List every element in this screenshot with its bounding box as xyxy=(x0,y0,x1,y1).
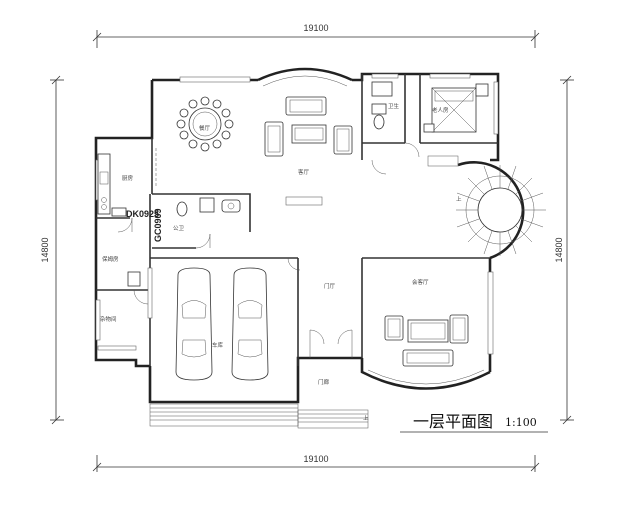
elder-room-bed xyxy=(423,83,489,167)
room-label-foyer: 门厅 xyxy=(324,282,336,290)
guest-bay-wall xyxy=(360,358,491,390)
room-label-stair-up: 上 xyxy=(456,195,462,203)
room-label-public-bath: 公卫 xyxy=(173,225,185,232)
kitchen-counter xyxy=(97,153,127,217)
right-depth-label: 14800 xyxy=(554,237,564,262)
living-sofa-set xyxy=(264,96,353,157)
left-depth-label: 14800 xyxy=(40,237,50,262)
top-width-label: 19100 xyxy=(303,23,328,33)
room-label-elder-bedroom: 老人房 xyxy=(432,106,449,114)
drawing-title: 一层平面图 xyxy=(413,412,493,431)
bottom-width-label: 19100 xyxy=(303,454,328,464)
room-label-dining: 餐厅 xyxy=(199,124,211,132)
window-code-label: DK0925 xyxy=(126,209,159,219)
dimension-lines xyxy=(50,30,574,472)
door-swings xyxy=(117,142,420,358)
guest-bay-inner xyxy=(367,369,485,385)
bath-fixtures xyxy=(371,81,393,130)
room-label-living: 客厅 xyxy=(298,168,310,176)
room-label-nanny-room: 保姆房 xyxy=(102,255,119,263)
room-labels: 餐厅 客厅 卫生 老人房 厨房 公卫 保姆房 杂物间 车库 门厅 会客厅 门廊 … xyxy=(100,102,462,422)
room-label-stair-up-2: 上 xyxy=(363,414,369,422)
living-bay-inner xyxy=(262,75,348,87)
drawing-scale: 1:100 xyxy=(505,416,537,429)
porch-steps xyxy=(149,403,369,429)
room-label-porch: 门廊 xyxy=(318,378,330,386)
garage-cars xyxy=(175,267,269,381)
room-label-guest-living: 会客厅 xyxy=(412,278,429,286)
room-label-kitchen: 厨房 xyxy=(122,174,134,182)
room-label-garage: 车库 xyxy=(212,341,224,349)
public-bath-fixtures xyxy=(176,197,241,217)
room-label-bathroom: 卫生 xyxy=(388,102,400,110)
spiral-stair xyxy=(456,161,546,260)
dining-table xyxy=(176,96,234,152)
living-bay-wall xyxy=(257,67,353,82)
guest-sofa-set xyxy=(384,314,469,367)
door-code-label: GC0909 xyxy=(153,208,163,242)
room-label-storage: 杂物间 xyxy=(100,315,117,323)
laundry-sink xyxy=(127,271,141,287)
